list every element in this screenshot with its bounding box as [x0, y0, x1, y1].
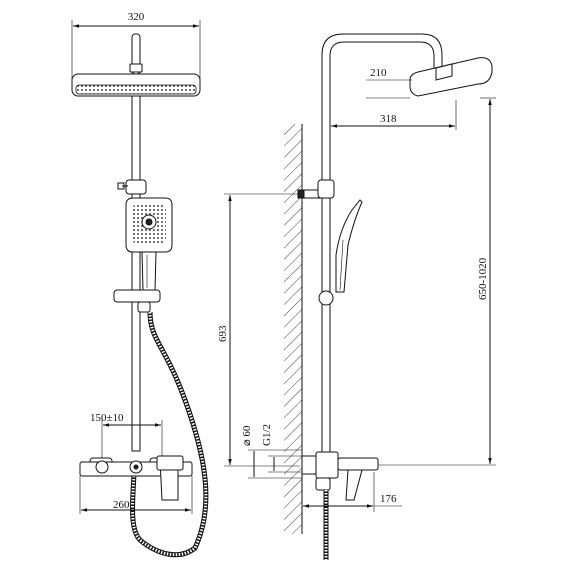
- mixer-body-side: [301, 451, 379, 501]
- label-spout-reach: 176: [380, 493, 397, 505]
- wall-bracket-side: [297, 179, 335, 199]
- label-head-drop: 210: [370, 67, 387, 79]
- wall: [284, 124, 302, 534]
- dimension-head-drop: 210: [366, 67, 412, 99]
- label-mount-height: 693: [217, 325, 229, 342]
- dimension-head-width: 320: [71, 11, 201, 80]
- front-view: 320: [71, 11, 209, 558]
- slider-bracket-front: [113, 289, 161, 303]
- dimension-diameter: ⌀ 60: [241, 425, 302, 479]
- dimension-mount-height: 693: [217, 193, 300, 467]
- dimension-spout-reach: 176: [303, 472, 402, 512]
- hand-shower-front: [125, 197, 173, 291]
- dimension-thread: G1/2: [261, 424, 302, 473]
- dimension-height-range: 650-1020: [360, 97, 496, 466]
- dimension-arm-reach: 318: [331, 100, 457, 130]
- label-thread: G1/2: [261, 424, 273, 446]
- dimension-spout-spacing: 150±10: [90, 412, 163, 460]
- mixer-body-front: [79, 455, 193, 501]
- dimension-base-width: 260: [79, 476, 193, 514]
- hand-shower-side: [335, 199, 363, 293]
- label-arm-reach: 318: [380, 113, 397, 125]
- rain-shower-head-front: [71, 73, 201, 97]
- slider-knob-side: [318, 290, 334, 306]
- label-height-range: 650-1020: [477, 257, 489, 300]
- label-spout-spacing: 150±10: [90, 412, 124, 424]
- label-head-width: 320: [128, 11, 145, 23]
- label-diameter: ⌀ 60: [241, 425, 253, 446]
- pipe-joint-front: [125, 179, 147, 195]
- side-view: 210 318 650-1020: [217, 33, 496, 560]
- label-base-width: 260: [113, 499, 130, 511]
- riser-pipe-front: [131, 95, 141, 452]
- rain-shower-head-side: [409, 57, 493, 97]
